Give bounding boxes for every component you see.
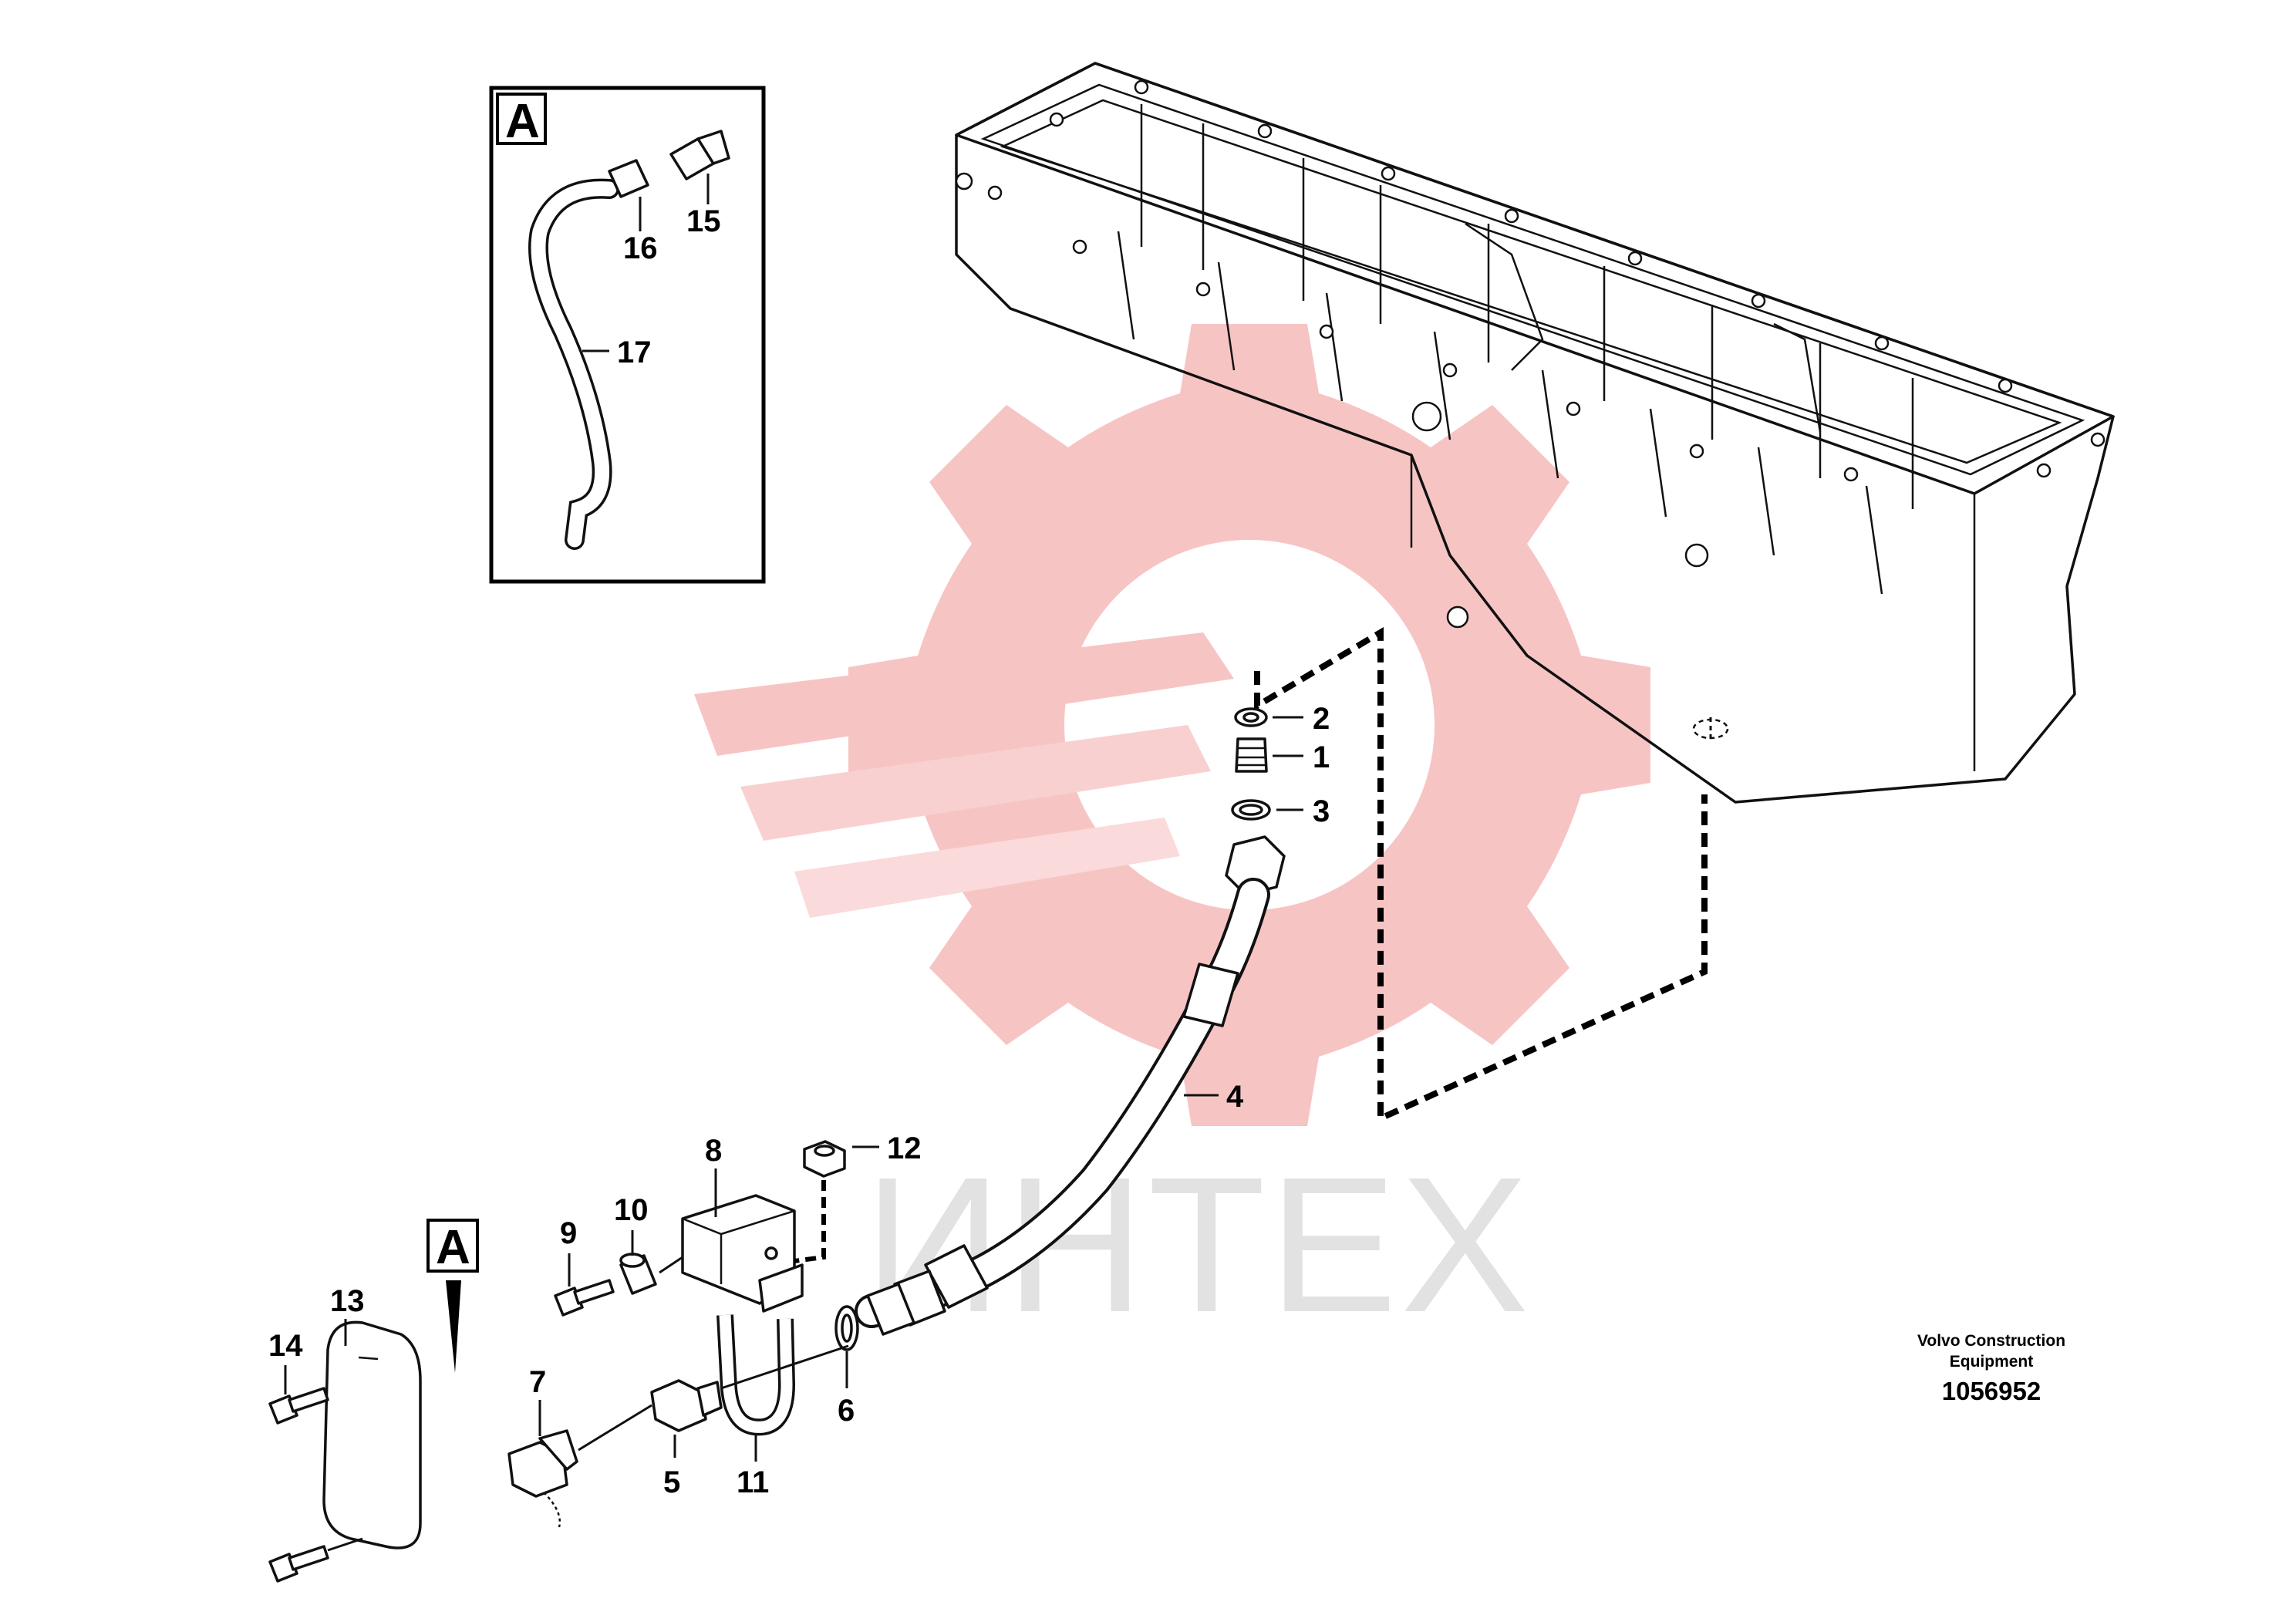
callout-label-7: 7 [529, 1365, 546, 1399]
nipple-1 [1235, 737, 1268, 773]
callout-label-2: 2 [1313, 702, 1330, 736]
clamp-16 [608, 159, 649, 198]
hose-4 [855, 835, 1286, 1336]
bolt-14-lower [268, 1545, 329, 1583]
watermark-stripe-2 [740, 725, 1211, 841]
watermark-stripe-1 [694, 632, 1234, 756]
watermark-gear [848, 324, 1650, 1126]
flange-nut-12 [803, 1140, 846, 1178]
spacer-10 [619, 1253, 657, 1295]
callout-label-11: 11 [737, 1465, 769, 1499]
callout-label-12: 12 [887, 1131, 922, 1165]
callout-label-16: 16 [623, 231, 658, 265]
callout-label-14: 14 [268, 1329, 303, 1363]
callout-label-1: 1 [1313, 740, 1330, 774]
callout-label-8: 8 [705, 1134, 722, 1168]
callout-label-9: 9 [560, 1216, 577, 1250]
view-marker-letter: A [436, 1221, 470, 1274]
oil-pan [955, 62, 2115, 804]
callout-label-6: 6 [838, 1394, 855, 1428]
watermark-gear-logo: ИНТЕХ [694, 324, 1650, 1352]
callout-label-17: 17 [617, 336, 652, 369]
document-number: 1056952 [1942, 1377, 2041, 1405]
detail-box-letter: A [505, 95, 540, 148]
watermark-text: ИНТЕХ [864, 1137, 1532, 1352]
bracket-8 [681, 1194, 804, 1313]
callout-label-5: 5 [663, 1465, 680, 1499]
callout-label-10: 10 [614, 1193, 649, 1227]
bolt-9 [554, 1279, 615, 1317]
cover-plate-13 [322, 1320, 422, 1549]
publisher-name-line2: Equipment [1950, 1353, 2034, 1371]
adapter-5 [650, 1379, 723, 1432]
detail-view-a-box: A 16 15 17 [489, 86, 766, 584]
callout-label-3: 3 [1313, 794, 1330, 828]
fitting-15 [669, 130, 730, 180]
publisher-name-line1: Volvo Construction [1917, 1332, 2065, 1350]
o-ring-3 [1231, 799, 1271, 821]
callout-label-15: 15 [686, 204, 721, 238]
washer-2 [1234, 707, 1268, 727]
callout-label-4: 4 [1226, 1080, 1244, 1114]
view-a-marker: A [426, 1219, 479, 1373]
u-bolt-11 [716, 1314, 796, 1436]
bolt-14-upper [268, 1387, 329, 1425]
callout-label-13: 13 [330, 1284, 365, 1318]
watermark-stripe-3 [794, 818, 1180, 918]
dashed-connection-leader [1254, 626, 1708, 1124]
drain-valve-7 [507, 1429, 578, 1528]
o-ring-6 [834, 1305, 859, 1351]
